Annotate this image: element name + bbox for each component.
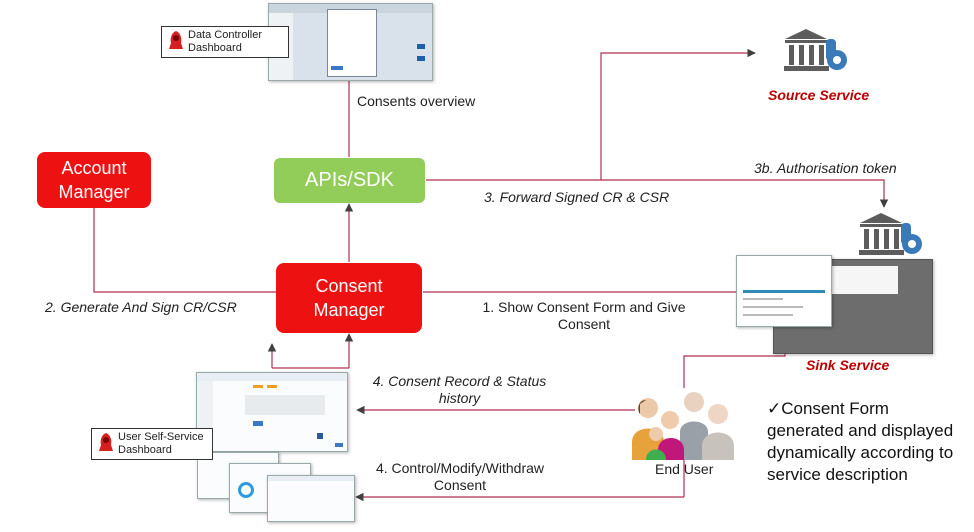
connector-apis-forward bbox=[426, 48, 756, 181]
end-user-group-icon bbox=[632, 392, 734, 460]
self-service-dashboard-screenshot-4[interactable] bbox=[267, 475, 355, 522]
auth-token-label: 3b. Authorisation token bbox=[754, 160, 897, 176]
self-service-dashboard-screenshot[interactable] bbox=[196, 372, 348, 452]
sink-service-icon bbox=[859, 213, 922, 255]
control-modify-label: 4. Control/Modify/Withdraw Consent bbox=[375, 460, 545, 493]
self-service-dashboard-label: User Self-Service Dashboard bbox=[118, 431, 204, 456]
consent-manager-node[interactable]: Consent Manager bbox=[276, 263, 422, 333]
data-controller-dashboard-label: Data Controller Dashboard bbox=[188, 29, 262, 54]
forward-signed-label: 3. Forward Signed CR & CSR bbox=[484, 189, 670, 205]
consent-manager-label: Consent Manager bbox=[313, 276, 385, 320]
consent-form-note: ✓Consent Form generated and displayed dy… bbox=[767, 399, 954, 484]
connector-account-to-consent bbox=[93, 207, 276, 293]
generate-sign-label: 2. Generate And Sign CR/CSR bbox=[45, 299, 237, 315]
sink-service-label: Sink Service bbox=[806, 357, 890, 373]
consent-record-history-label: 4. Consent Record & Status history bbox=[372, 373, 547, 406]
data-controller-dashboard-screenshot[interactable] bbox=[268, 3, 433, 81]
self-service-dashboard-tag: User Self-Service Dashboard bbox=[91, 428, 213, 460]
apis-sdk-node[interactable]: APIs/SDK bbox=[274, 158, 425, 203]
account-manager-node[interactable]: Account Manager bbox=[37, 152, 151, 208]
hooded-figure-icon bbox=[99, 433, 113, 451]
sink-consent-form-dialog[interactable] bbox=[736, 255, 832, 327]
apis-sdk-label: APIs/SDK bbox=[305, 169, 394, 191]
source-service-icon bbox=[784, 29, 847, 71]
account-manager-label: Account Manager bbox=[58, 158, 130, 202]
connector-user-to-sink bbox=[683, 332, 790, 388]
show-consent-form-label: 1. Show Consent Form and Give Consent bbox=[482, 299, 686, 332]
hooded-figure-icon bbox=[169, 31, 183, 49]
consents-overview-label: Consents overview bbox=[357, 93, 476, 109]
end-user-label: End User bbox=[655, 461, 714, 477]
data-controller-dashboard-tag: Data Controller Dashboard bbox=[161, 26, 289, 58]
connector-token bbox=[601, 179, 889, 208]
source-service-label: Source Service bbox=[768, 87, 870, 103]
